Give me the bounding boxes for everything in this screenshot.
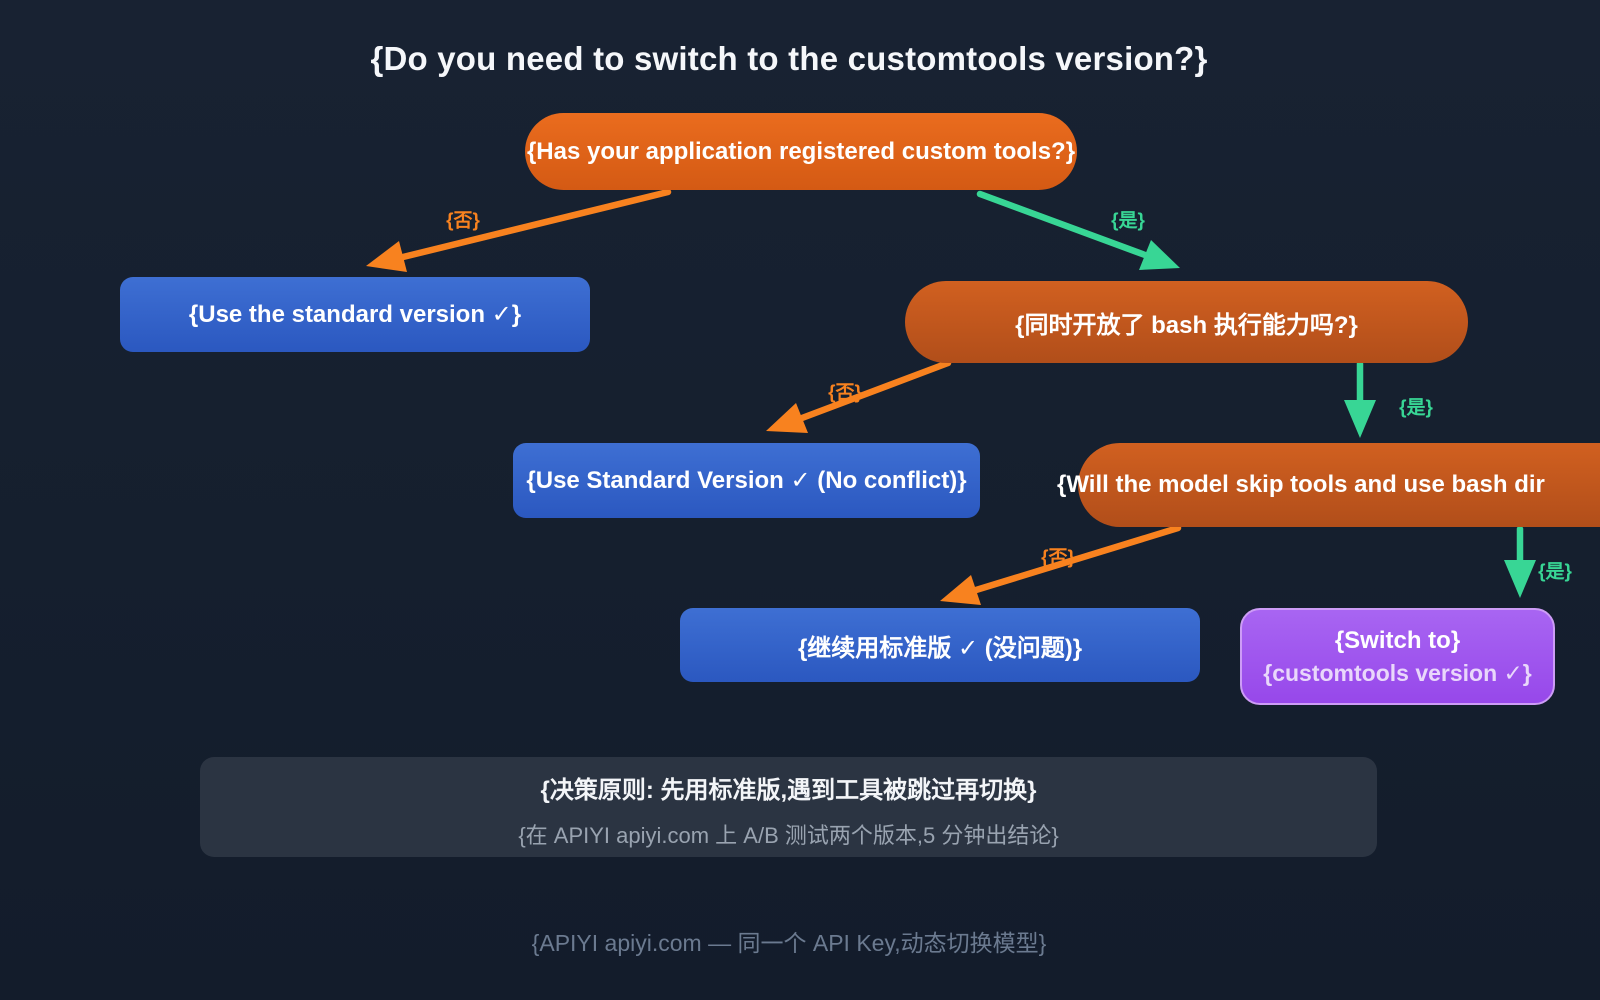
node-switch-to-customtools: {Switch to} {customtools version ✓} [1240, 608, 1555, 705]
node-switch-to-line1: {Switch to} [1334, 626, 1461, 654]
node-question-bash-capability-label: {同时开放了 bash 执行能力吗?} [1015, 311, 1358, 339]
decision-ab-test-text: {在 APIYI apiyi.com 上 A/B 测试两个版本,5 分钟出结论} [518, 823, 1059, 848]
node-use-standard-version-label: {Use the standard version ✓} [188, 301, 522, 328]
decision-principle-text: {决策原则: 先用标准版,遇到工具被跳过再切换} [540, 777, 1037, 804]
page-title: {Do you need to switch to the customtool… [370, 40, 1208, 77]
node-continue-standard-version-label: {继续用标准版 ✓ (没问题)} [797, 634, 1083, 662]
edge-label-q1-no: {否} [446, 210, 480, 232]
decision-principle-panel: {决策原则: 先用标准版,遇到工具被跳过再切换} {在 APIYI apiyi.… [200, 757, 1377, 857]
node-switch-to-line2: {customtools version ✓} [1263, 659, 1532, 686]
node-use-standard-no-conflict: {Use Standard Version ✓ (No conflict)} [513, 443, 980, 518]
edge-q1-no-arrow [366, 188, 672, 272]
node-question-registered-custom-tools-label: {Has your application registered custom … [526, 137, 1076, 165]
edge-q3-yes-arrow [1504, 525, 1536, 598]
node-continue-standard-version: {继续用标准版 ✓ (没问题)} [680, 608, 1200, 682]
edge-q2-yes-arrow [1344, 360, 1376, 438]
edge-q2-no-arrow [766, 359, 952, 433]
edge-label-q3-yes: {是} [1538, 561, 1572, 583]
node-use-standard-no-conflict-label: {Use Standard Version ✓ (No conflict)} [526, 467, 967, 494]
edge-q3-no-arrow [940, 524, 1182, 605]
edge-label-q3-no: {否} [1041, 547, 1075, 569]
edge-q1-yes-arrow [976, 190, 1180, 270]
node-use-standard-version: {Use the standard version ✓} [120, 277, 590, 352]
node-question-bash-capability: {同时开放了 bash 执行能力吗?} [905, 281, 1468, 363]
node-question-model-skip-tools: {Will the model skip tools and use bash … [1057, 443, 1600, 527]
edge-label-q1-yes: {是} [1111, 210, 1145, 232]
footer-note: {APIYI apiyi.com — 同一个 API Key,动态切换模型} [531, 930, 1047, 956]
edge-label-q2-yes: {是} [1399, 397, 1433, 419]
node-question-registered-custom-tools: {Has your application registered custom … [525, 113, 1077, 190]
edge-label-q2-no: {否} [828, 382, 862, 404]
node-question-model-skip-tools-label: {Will the model skip tools and use bash … [1057, 471, 1545, 498]
